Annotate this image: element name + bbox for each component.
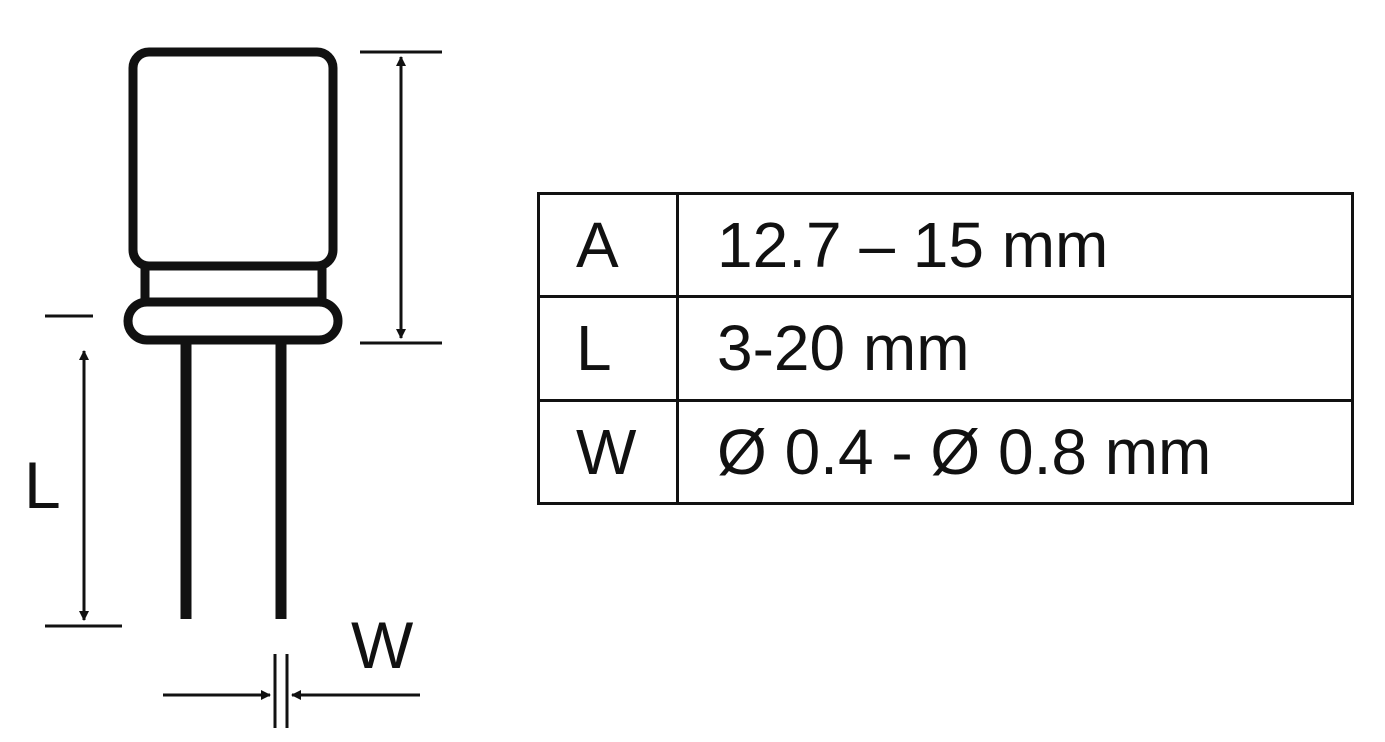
table-row: A 12.7 – 15 mm bbox=[537, 191, 1354, 299]
dimension-value: 3-20 mm bbox=[676, 295, 1354, 402]
dimension-key: W bbox=[537, 398, 679, 506]
table-row: W Ø 0.4 - Ø 0.8 mm bbox=[537, 398, 1354, 506]
dim-w-label: W bbox=[351, 608, 414, 682]
dim-l-label: L bbox=[24, 448, 61, 522]
dimension-table: A 12.7 – 15 mm L 3-20 mm W Ø 0.4 - Ø 0.8… bbox=[537, 191, 1354, 506]
capacitor-body bbox=[128, 47, 338, 271]
capacitor-ring bbox=[123, 297, 343, 345]
dimension-key: A bbox=[537, 191, 679, 299]
dimension-key: L bbox=[537, 295, 679, 402]
table-row: L 3-20 mm bbox=[537, 295, 1354, 402]
dimension-value: 12.7 – 15 mm bbox=[676, 191, 1354, 299]
dimension-value: Ø 0.4 - Ø 0.8 mm bbox=[676, 398, 1354, 506]
